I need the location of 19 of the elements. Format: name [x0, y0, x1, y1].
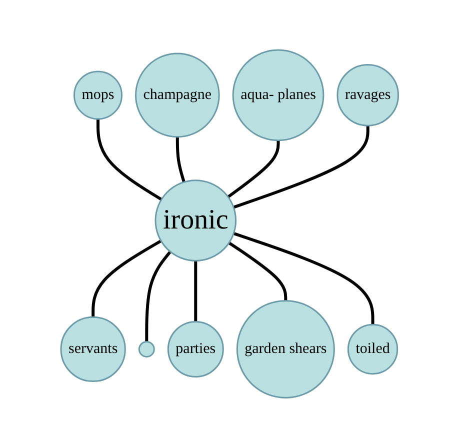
node-circle: champagne: [135, 52, 220, 138]
node-circle: mops: [74, 70, 123, 120]
node-circle: aqua- planes: [232, 48, 325, 141]
node-circle: servants: [60, 316, 126, 382]
connector: [194, 260, 198, 322]
connector: [92, 239, 162, 317]
node-circle: ravages: [337, 64, 400, 126]
node-circle: toiled: [348, 324, 398, 374]
connector: [228, 140, 280, 198]
node-circle: garden shears: [236, 300, 336, 398]
node-circle: parties: [168, 320, 224, 378]
connector: [96, 118, 163, 200]
node-circle: ironic: [155, 179, 237, 262]
node-circle: [138, 340, 156, 358]
connector: [146, 250, 172, 342]
connector: [234, 232, 375, 324]
connector: [228, 241, 288, 300]
connector: [233, 125, 370, 208]
connector: [176, 136, 186, 182]
